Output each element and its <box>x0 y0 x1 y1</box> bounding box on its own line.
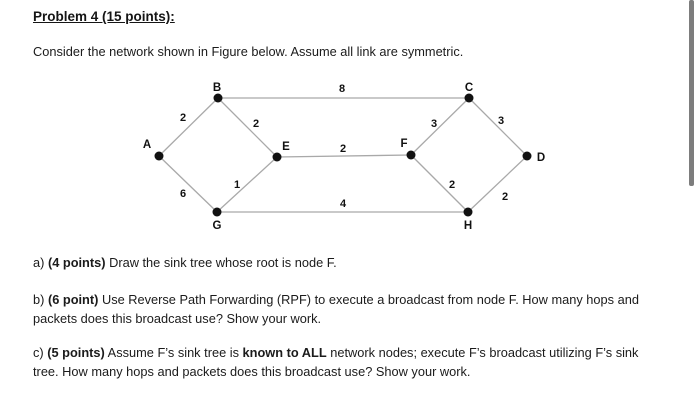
edge-weight-EF: 2 <box>340 143 346 155</box>
edge-weight-DH: 2 <box>502 191 508 203</box>
graph-edge-AG <box>158 155 218 213</box>
question-c-text-end: network nodes; execute F’s broadcast uti… <box>33 345 639 379</box>
intro-text: Consider the network shown in Figure bel… <box>33 44 464 59</box>
graph-edge-AB <box>158 97 219 157</box>
question-b-text: Use Reverse Path Forwarding (RPF) to exe… <box>33 292 639 326</box>
question-c-points: (5 points) <box>47 345 105 360</box>
question-b: b) (6 point) Use Reverse Path Forwarding… <box>33 291 665 328</box>
question-a-points: (4 points) <box>47 255 106 270</box>
question-c-prefix: c) <box>33 345 48 360</box>
graph-edge-FC <box>410 97 470 156</box>
question-a: a) (4 points) Draw the sink tree whose r… <box>33 254 665 273</box>
scrollbar-thumb[interactable] <box>689 0 694 186</box>
graph-node-H <box>463 207 473 217</box>
question-b-prefix: b) <box>33 292 48 307</box>
question-c-text: Assume F’s sink tree is <box>104 345 243 360</box>
edge-weight-BE: 2 <box>253 118 259 130</box>
graph-node-label-F: F <box>400 138 407 150</box>
graph-edge-BE <box>217 97 278 158</box>
graph-node-label-A: A <box>143 139 151 151</box>
graph-node-B <box>213 93 223 103</box>
graph-node-C <box>464 93 474 103</box>
graph-node-label-D: D <box>537 152 545 164</box>
edge-weight-GH: 4 <box>340 198 347 210</box>
edge-weight-FH: 2 <box>449 179 455 191</box>
edge-weight-FC: 3 <box>431 118 437 130</box>
graph-node-label-H: H <box>464 220 472 232</box>
graph-edge-EF <box>276 154 412 158</box>
question-c: c) (5 points) Assume F’s sink tree is kn… <box>33 344 665 381</box>
question-a-text: Draw the sink tree whose root is node F. <box>105 255 337 270</box>
question-a-prefix: a) <box>33 255 48 270</box>
edge-weight-CD: 3 <box>498 115 504 127</box>
edge-weight-AG: 6 <box>180 188 186 200</box>
graph-node-label-E: E <box>282 141 290 153</box>
graph-node-label-G: G <box>213 220 222 232</box>
graph-node-E <box>272 152 282 162</box>
edge-weight-BC: 8 <box>339 83 345 95</box>
graph-node-G <box>212 207 222 217</box>
graph-node-A <box>154 151 164 161</box>
graph-edge-EG <box>216 156 278 213</box>
graph-edge-DH <box>467 155 528 213</box>
graph-node-label-B: B <box>213 82 221 94</box>
question-c-bold: known to ALL <box>242 345 327 360</box>
graph-node-F <box>406 150 416 160</box>
graph-node-label-C: C <box>465 82 473 94</box>
edge-weight-AB: 2 <box>180 112 186 124</box>
graph-node-D <box>522 151 532 161</box>
edge-weight-EG: 1 <box>234 179 240 191</box>
graph-edge-FH <box>410 154 469 213</box>
graph-edge-CD <box>468 97 528 157</box>
question-b-points: (6 point) <box>47 292 99 307</box>
problem-title: Problem 4 (15 points): <box>33 9 175 24</box>
